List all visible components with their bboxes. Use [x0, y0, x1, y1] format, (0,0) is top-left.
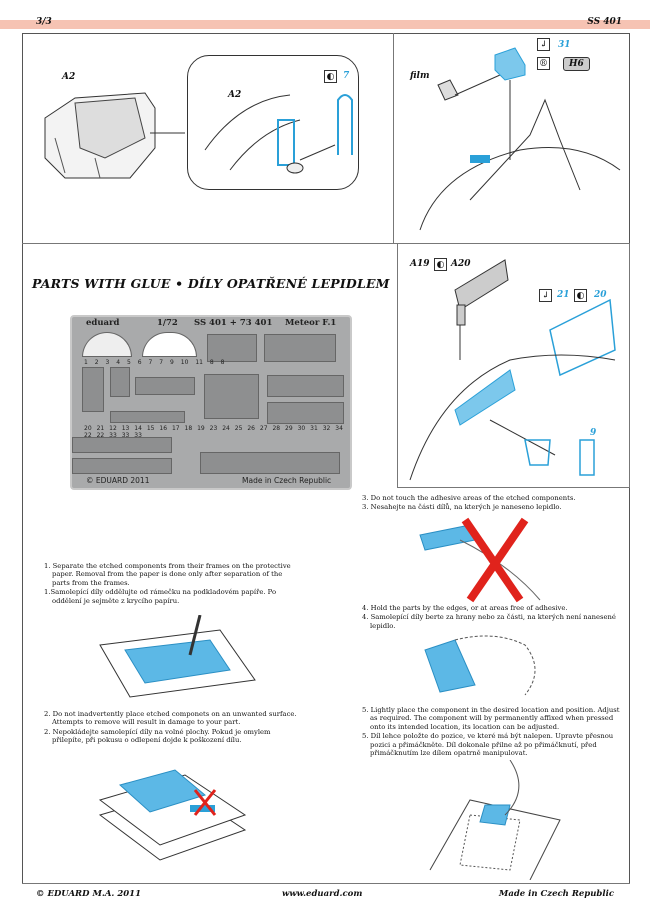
bend-both-sides-icon: ◐: [434, 258, 447, 271]
page-number: 3/3: [36, 17, 52, 27]
wrong-surface-illustration: [98, 769, 247, 861]
instruction-1-cz: 1.Samolepící díly oddělujte od rámečku n…: [44, 588, 277, 605]
peeling-illustration: [99, 615, 256, 698]
part-label-a20: A20: [451, 259, 471, 269]
part-label-a2-detail: A2: [228, 90, 242, 100]
divider: [22, 243, 630, 244]
part-number-bend: 20: [594, 290, 607, 300]
part-23-29: [110, 411, 185, 423]
footer-copyright: © EDUARD M.A. 2011: [36, 889, 141, 899]
paint-code: H6: [563, 57, 590, 71]
fret-made-in: Made in Czech Republic: [242, 476, 332, 485]
part-20-21: [204, 374, 259, 419]
part-8: [267, 402, 344, 424]
fret-brand: eduard: [86, 318, 120, 328]
part-label-a19: A19: [410, 259, 430, 269]
header-band: [0, 20, 650, 29]
part-numbers: 20 21 12 13 14 15 16 17 18 19 23 24 25 2…: [84, 425, 343, 439]
part-12: [82, 367, 104, 412]
instruction-4-cz: 4. Samolepící díly berte za hrany nebo z…: [362, 613, 616, 630]
part-22: [72, 458, 172, 474]
part-7-10: [264, 334, 336, 362]
part-13-14: [110, 367, 130, 397]
dont-touch-illustration: [419, 517, 541, 603]
instruction-2-cz: 2. Nepokládejte samolepící díly na volné…: [44, 727, 271, 745]
footer-divider: [22, 883, 630, 884]
hold-edges-illustration: [424, 635, 536, 696]
part-numbers: 1 2 3 4 5 6 7 7 9 10 11 8 8: [84, 359, 225, 366]
part-3-6: [207, 334, 257, 362]
part-number-detail: 9: [590, 428, 597, 438]
divider: [393, 33, 394, 243]
bend-both-sides-icon: ◐: [324, 70, 337, 83]
instruction-4-en: 4. Hold the parts by the edges, or at ar…: [362, 604, 568, 612]
detail-callout: [187, 55, 359, 190]
fret-copyright: © EDUARD 2011: [86, 476, 150, 485]
instruction-1: 1. Separate the etched components from t…: [44, 562, 294, 606]
instrument-panel-drawing: [409, 259, 616, 481]
gunsight-drawing: [419, 47, 621, 231]
part-22: [72, 437, 172, 453]
instruction-2: 2. Do not inadvertently place etched com…: [44, 710, 304, 746]
instruction-2-en: 2. Do not inadvertently place etched com…: [44, 710, 297, 727]
part-number: 7: [343, 71, 350, 81]
film-label: film: [410, 71, 430, 81]
product-code: SS 401: [587, 17, 622, 27]
part-2: [142, 332, 197, 357]
glue-section-title: PARTS WITH GLUE • DÍLY OPATŘENÉ LEPIDLEM: [32, 276, 390, 291]
photo-etch-fret: eduard 1/72 SS 401 + 73 401 Meteor F.1 ©…: [70, 315, 352, 490]
placement-illustration: [429, 760, 561, 880]
fold-icon: ↲: [539, 289, 552, 302]
instruction-4: 4. Hold the parts by the edges, or at ar…: [362, 604, 622, 631]
part-15-19: [135, 377, 195, 395]
part-number-fold: 31: [558, 40, 571, 50]
fret-code: SS 401 + 73 401: [194, 318, 273, 328]
cockpit-tub-drawing: [44, 92, 185, 179]
part-33: [200, 452, 340, 474]
fold-icon: ↲: [537, 38, 550, 51]
part-8: [267, 375, 344, 397]
instruction-3-en: 3. Do not touch the adhesive areas of th…: [362, 494, 576, 502]
instruction-5: 5. Lightly place the component in the de…: [362, 706, 627, 758]
footer-made-in: Made in Czech Republic: [498, 889, 614, 899]
paint-icon: ®: [537, 57, 550, 70]
instruction-3-cz: 3. Nesahejte na části dílů, na kterých j…: [362, 503, 562, 512]
fret-model: Meteor F.1: [285, 318, 337, 328]
seat-harness-drawing: [204, 94, 353, 174]
instruction-5-cz: 5. Díl lehce položte do pozice, ve které…: [362, 732, 614, 758]
footer-url[interactable]: www.eduard.com: [282, 889, 363, 899]
bend-both-sides-icon: ◐: [574, 289, 587, 302]
instruction-5-en: 5. Lightly place the component in the de…: [362, 706, 620, 731]
part-label-a2: A2: [62, 72, 76, 82]
step-panel-right-mid: [397, 243, 630, 488]
part-1: [82, 332, 132, 357]
instruction-3: 3. Do not touch the adhesive areas of th…: [362, 494, 622, 513]
instruction-1-en: 1. Separate the etched components from t…: [44, 562, 291, 587]
part-number-fold: 21: [557, 290, 570, 300]
fret-scale: 1/72: [157, 318, 178, 328]
